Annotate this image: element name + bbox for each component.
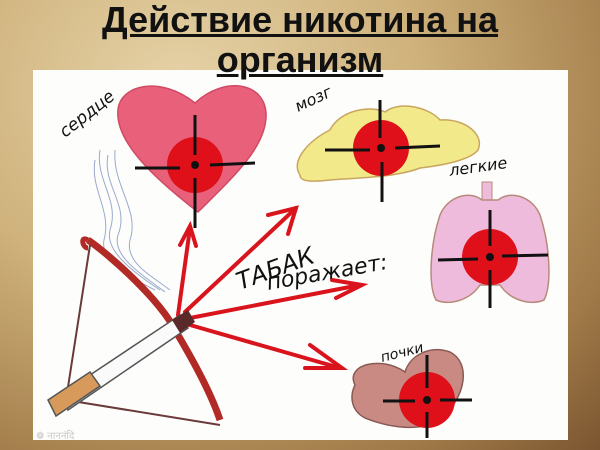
target-brain-icon [325, 100, 441, 202]
label-heart: сердце [56, 87, 119, 142]
cigarette-icon [47, 310, 195, 418]
target-kidney-icon [383, 355, 472, 438]
slide-title-line2: организм [216, 39, 384, 80]
arrows-icon [176, 205, 369, 370]
label-brain: мозг [292, 82, 336, 116]
watermark: ❁ नाननंदि [36, 431, 75, 442]
target-heart-icon [135, 115, 256, 228]
bow-icon [65, 236, 224, 426]
slide-title-line1: Действие никотина на [102, 0, 498, 40]
target-lungs-icon [437, 210, 549, 308]
